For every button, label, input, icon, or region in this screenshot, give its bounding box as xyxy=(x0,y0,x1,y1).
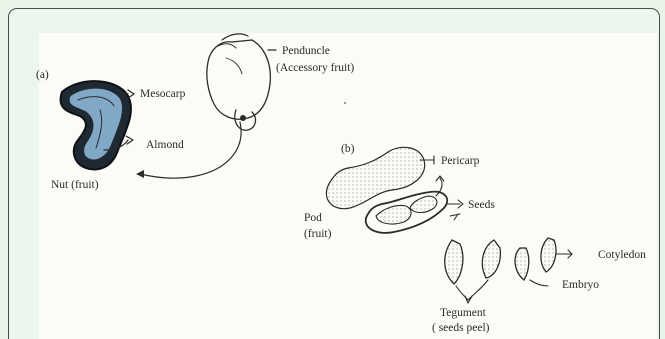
tegument-label-line2: ( seeds peel) xyxy=(432,322,490,334)
seed-coat-mark xyxy=(450,214,460,220)
pericarp-label: Pericarp xyxy=(441,155,480,167)
almond-arrowhead xyxy=(126,136,133,144)
cashew-nut-drawing xyxy=(61,81,131,169)
mesocarp-arrowhead xyxy=(128,90,134,98)
fruit-connector-arrowhead xyxy=(136,170,144,178)
pod-label-line2: (fruit) xyxy=(304,228,332,240)
nut-fruit-label: Nut (fruit) xyxy=(51,179,99,191)
pod-label-line1: Pod xyxy=(304,212,322,224)
peanut-pod-drawing xyxy=(326,147,424,208)
cashew-apple-drawing xyxy=(207,34,271,130)
tegument-seeds-drawing xyxy=(445,240,501,284)
mesocarp-label: Mesocarp xyxy=(140,88,186,100)
embryo-label: Embryo xyxy=(562,279,599,291)
cotyledon-embryo-drawing xyxy=(515,238,556,280)
tegument-label-line1: Tegument xyxy=(440,307,487,319)
embryo-pointer xyxy=(530,280,548,286)
open-pod-drawing xyxy=(366,192,447,233)
panel-a-tag: (a) xyxy=(36,69,49,81)
panel-b-tag: (b) xyxy=(341,143,355,155)
almond-label: Almond xyxy=(146,139,184,151)
peduncle-label-line2: (Accessory fruit) xyxy=(276,62,354,74)
cotyledon-label: Cotyledon xyxy=(598,249,646,261)
stray-dot xyxy=(344,102,346,104)
peduncle-label-line1: Penduncle xyxy=(282,45,330,57)
seeds-label: Seeds xyxy=(468,199,495,211)
